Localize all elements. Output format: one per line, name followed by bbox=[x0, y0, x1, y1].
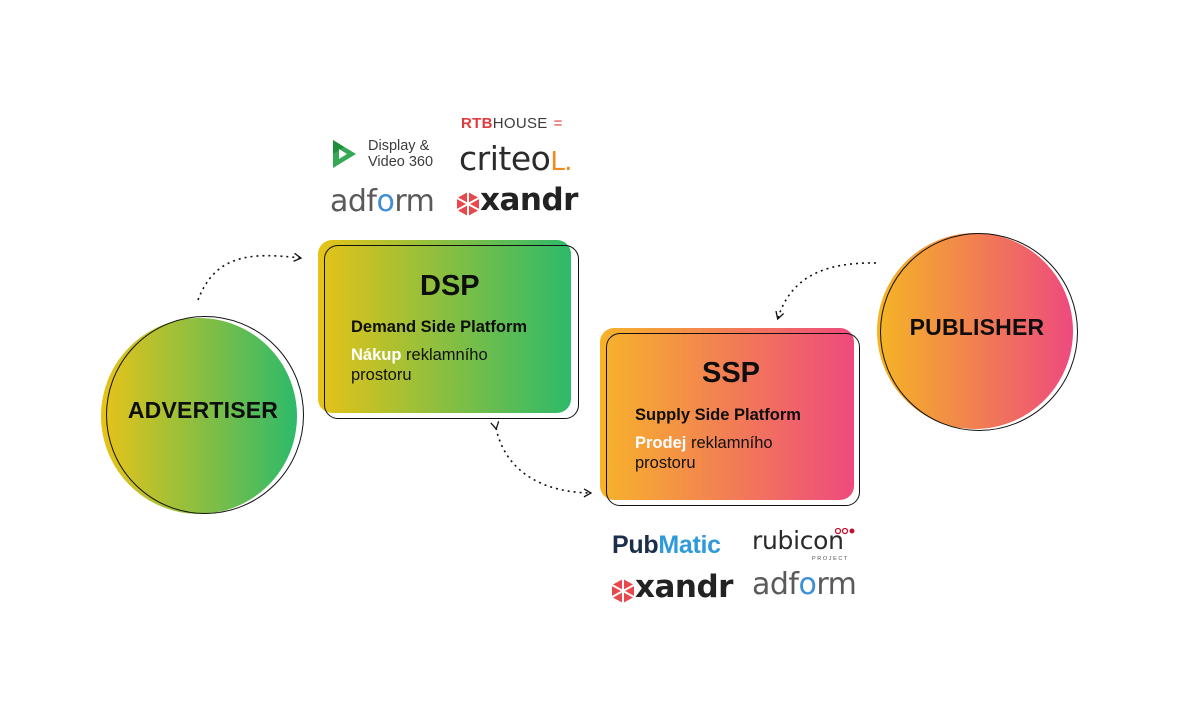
arrow-publisher-to-ssp bbox=[775, 262, 877, 321]
xandr-hexagon-icon bbox=[456, 192, 480, 216]
xandr-ssp-text: xandr bbox=[635, 569, 733, 605]
adform-dsp-o: o bbox=[376, 184, 395, 219]
ssp-box-fill bbox=[600, 328, 854, 500]
ssp-description: Prodej reklamního prostoru bbox=[635, 433, 835, 473]
ssp-title: SSP bbox=[702, 357, 761, 389]
rtb-text: RTB bbox=[461, 115, 493, 132]
logo-pubmatic: PubMatic bbox=[612, 531, 721, 560]
ssp-desc-line2: prostoru bbox=[635, 454, 696, 472]
dsp-description: Nákup reklamního prostoru bbox=[351, 345, 551, 385]
logo-rtb-house: RTBHOUSE = bbox=[461, 115, 563, 132]
dsp-desc-rest: reklamního bbox=[401, 346, 488, 364]
rubicon-dots-icon bbox=[834, 527, 855, 535]
adform-ssp-o: o bbox=[798, 567, 817, 602]
arrow-dsp-ssp-bidirectional bbox=[490, 421, 593, 498]
dsp-box-fill bbox=[318, 240, 571, 413]
adform-ssp-pre: adf bbox=[752, 567, 799, 602]
adform-dsp-pre: adf bbox=[330, 184, 377, 219]
logo-criteo: criteoL. bbox=[459, 139, 573, 178]
xandr-dsp-text: xandr bbox=[480, 182, 578, 218]
logo-rubicon: rubicon PROJECT bbox=[752, 526, 855, 562]
dv360-line2: Video 360 bbox=[368, 154, 434, 170]
rubicon-text: rubicon bbox=[752, 526, 844, 555]
pubmatic-matic: Matic bbox=[658, 531, 721, 559]
criteo-text: criteo bbox=[459, 139, 551, 178]
ssp-box-outline bbox=[606, 333, 860, 506]
dsp-highlight: Nákup bbox=[351, 346, 402, 364]
logo-adform-ssp: adform bbox=[752, 567, 857, 602]
advertiser-label: ADVERTISER bbox=[127, 397, 279, 423]
house-text: HOUSE bbox=[492, 115, 548, 132]
play-triangle-icon bbox=[333, 140, 356, 168]
adform-ssp-post: rm bbox=[816, 567, 857, 602]
pubmatic-pub: Pub bbox=[612, 531, 659, 559]
dsp-title: DSP bbox=[420, 270, 480, 302]
criteo-mark: L. bbox=[550, 147, 573, 177]
dsp-box-outline bbox=[324, 245, 579, 419]
advertiser-circle-outline bbox=[106, 316, 304, 514]
ssp-highlight: Prodej bbox=[635, 434, 687, 452]
rtb-mark: = bbox=[553, 115, 563, 132]
adform-dsp-post: rm bbox=[394, 184, 435, 219]
dsp-subtitle: Demand Side Platform bbox=[351, 318, 528, 336]
arrow-advertiser-to-dsp bbox=[197, 252, 303, 301]
dv360-line1: Display & bbox=[368, 138, 430, 154]
publisher-circle-outline bbox=[880, 233, 1078, 431]
dsp-desc-line2: prostoru bbox=[351, 366, 412, 384]
publisher-label: PUBLISHER bbox=[909, 314, 1045, 340]
ssp-desc-rest: reklamního bbox=[686, 434, 773, 452]
logo-adform-dsp: adform bbox=[330, 184, 435, 219]
xandr-hexagon-icon bbox=[611, 579, 635, 603]
rubicon-sub: PROJECT bbox=[812, 556, 849, 562]
ssp-subtitle: Supply Side Platform bbox=[635, 406, 801, 424]
